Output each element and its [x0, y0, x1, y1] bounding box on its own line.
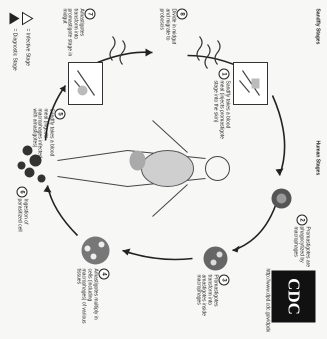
step-label: Promastigotes are phagocytized by macrop… — [292, 226, 309, 274]
arrow-1-to-2 — [272, 95, 284, 175]
step-label: Sandfly takes a blood meal (ingests macr… — [30, 108, 53, 160]
sandfly-stages-heading: Sandfly Stages — [313, 8, 319, 68]
step-label: Divide in midgut and migrate to probosci… — [158, 8, 175, 52]
promastigotes-proboscis — [197, 36, 220, 68]
step-label: Amastigotes transform into promastigote … — [60, 8, 83, 58]
macrophage-phagocytosis — [271, 188, 291, 208]
step-number: 2 — [296, 214, 307, 225]
step-label: Promastigotes transform into amastigotes… — [194, 274, 217, 328]
arrowhead — [145, 48, 152, 56]
human-stages-heading: Human Stages — [313, 140, 319, 200]
amastigote-transformation — [203, 246, 227, 270]
arrow-6-to-7 — [97, 52, 152, 62]
arrowhead — [275, 168, 283, 175]
legend-symbols — [9, 12, 32, 24]
step-label: Sandfly takes a blood meal (injects prom… — [212, 80, 229, 140]
step-number: 8 — [176, 8, 187, 19]
sandfly-bite-box-1 — [233, 62, 267, 104]
step-number: 5 — [54, 108, 65, 119]
source-url: http://www.dpd.cdc.gov/dpdx — [263, 268, 269, 328]
infected-tissue — [81, 236, 109, 264]
human-figure — [57, 120, 229, 216]
step-label: Amastigotes multiply in cells (including… — [74, 268, 97, 326]
step-number: 4 — [98, 268, 109, 279]
legend-infective: = Infective Stage — [23, 28, 29, 98]
step-number: 3 — [218, 274, 229, 285]
promastigotes-midgut — [110, 36, 125, 64]
step-number: 7 — [84, 8, 95, 19]
step-label: Ingestion of parasitized cell — [16, 198, 28, 248]
arrow-2-to-3 — [232, 205, 275, 250]
cdc-logo: CDC — [271, 270, 315, 322]
step-number: 6 — [16, 186, 27, 197]
sandfly-bite-box-2 — [68, 62, 102, 104]
legend-diagnostic: = Diagnostic Stage — [10, 28, 16, 98]
step-number: 1 — [218, 68, 229, 79]
arrow-3-to-4 — [122, 250, 192, 259]
